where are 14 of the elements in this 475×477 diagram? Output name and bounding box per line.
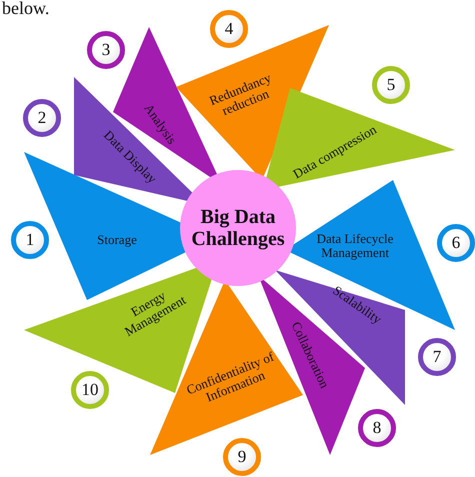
number-badge: 3 — [87, 31, 125, 69]
number-badge: 8 — [358, 409, 396, 447]
hub-title: Big Data Challenges — [190, 206, 286, 250]
number-badge: 10 — [71, 371, 109, 409]
body-text: below. — [2, 0, 50, 19]
blade-label: Data Lifecycle Management — [316, 232, 394, 260]
number-badge: 9 — [223, 438, 261, 476]
number-badge: 6 — [437, 224, 475, 262]
number-badge: 5 — [372, 66, 410, 104]
number-badge: 7 — [418, 338, 456, 376]
number-badge: 4 — [210, 10, 248, 48]
number-badge: 2 — [23, 99, 61, 137]
number-badge: 1 — [11, 221, 49, 259]
blade-label: Storage — [96, 233, 138, 248]
